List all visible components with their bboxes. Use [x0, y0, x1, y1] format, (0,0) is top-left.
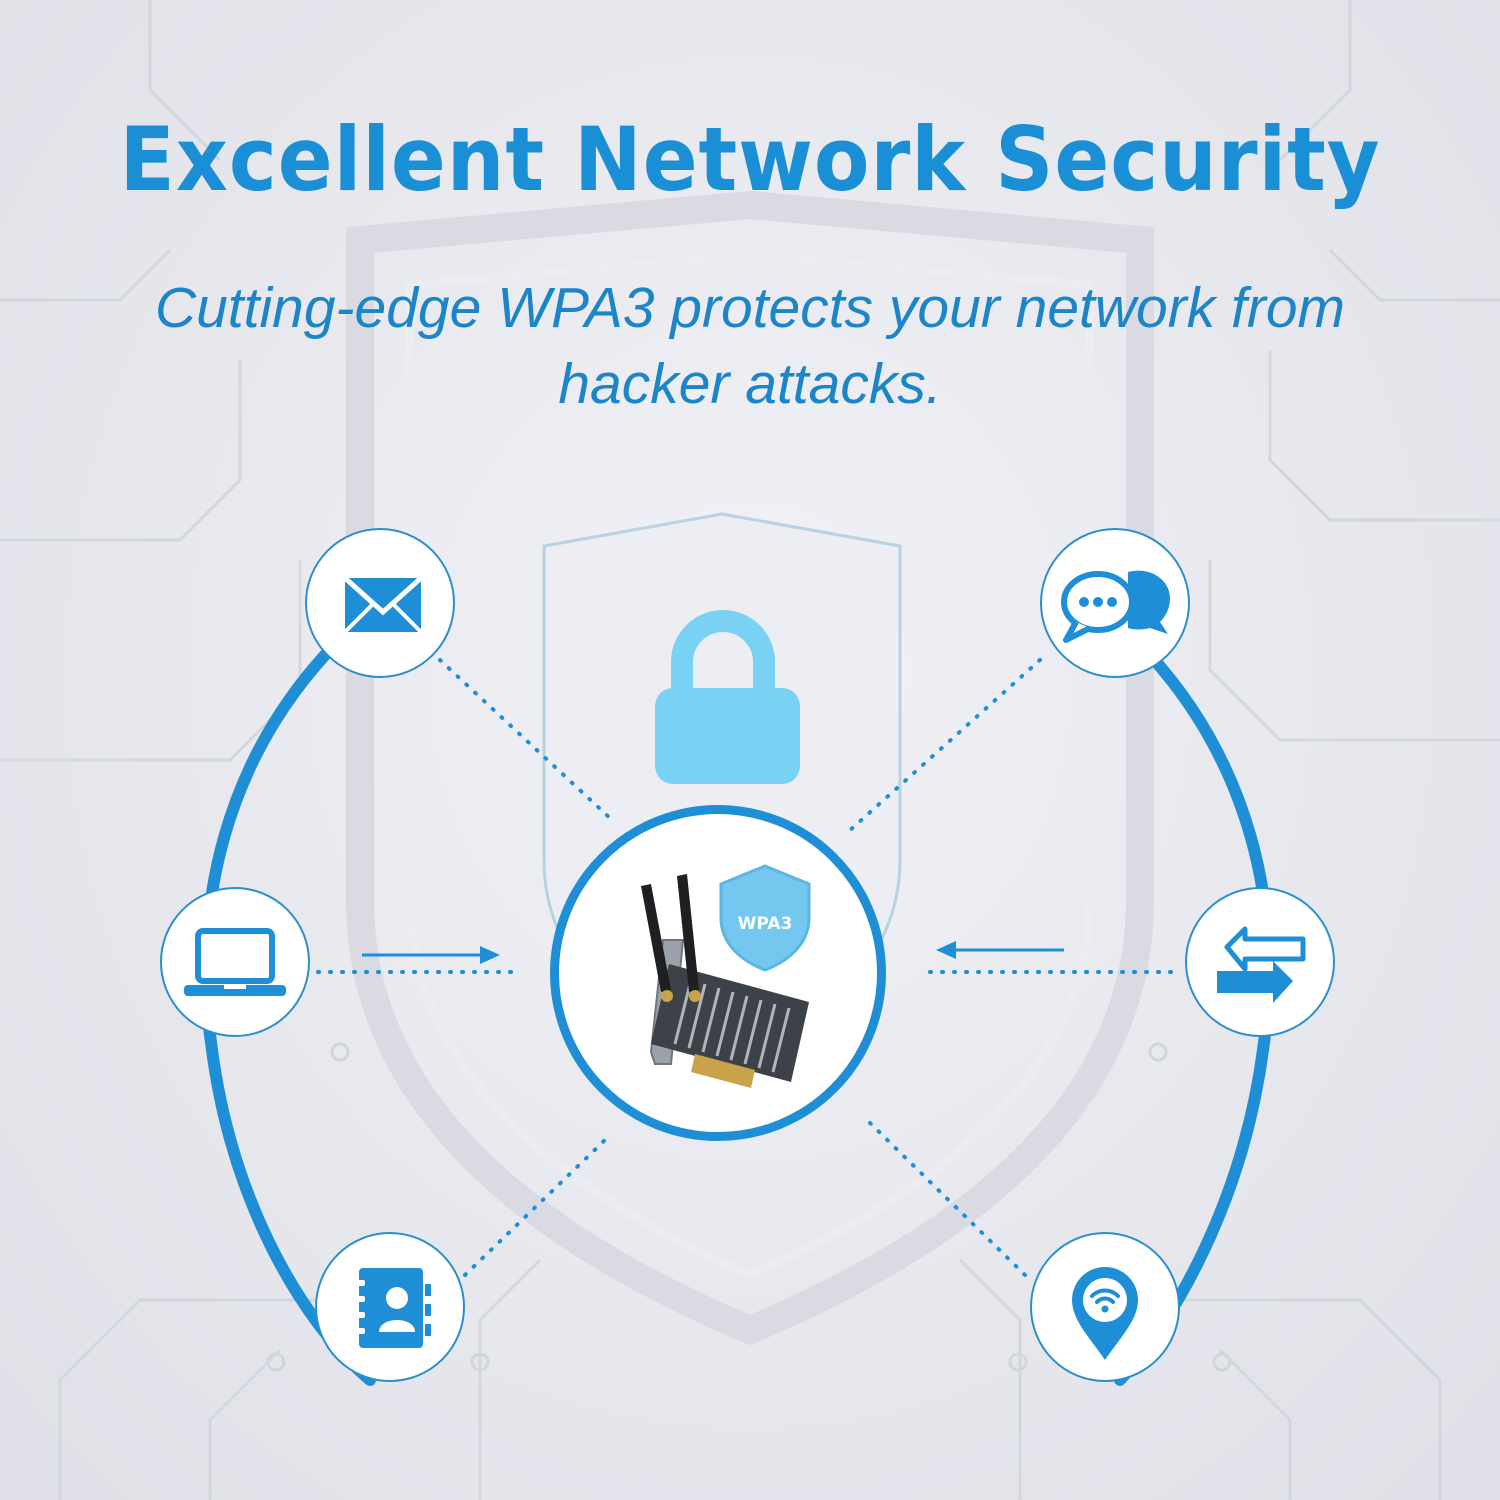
circuit-dots — [266, 1042, 1232, 1372]
background-shield — [346, 190, 1154, 1346]
contacts-node — [315, 1232, 465, 1382]
right-arrow — [936, 941, 1064, 959]
wpa3-badge-label: WPA3 — [737, 914, 793, 934]
headline: Excellent Network Security — [119, 108, 1381, 211]
subtitle-line-2: hacker attacks. — [558, 352, 942, 416]
hub-circle: WPA3 — [550, 805, 886, 1141]
wifi-location-icon — [1072, 1267, 1138, 1360]
dotted-connectors — [316, 658, 1174, 1277]
laptop-icon — [184, 928, 286, 996]
mail-node — [305, 528, 455, 678]
left-arc — [200, 649, 376, 1386]
lock-icon — [655, 610, 800, 784]
mail-icon — [343, 576, 423, 634]
wifi-card-image — [641, 874, 809, 1088]
subtitle-line-1: Cutting-edge WPA3 protects your network … — [154, 276, 1346, 340]
left-arrow — [362, 946, 500, 964]
wpa3-shield-icon — [719, 864, 811, 972]
contacts-icon — [351, 1268, 431, 1348]
transfer-node — [1185, 887, 1335, 1037]
chat-node — [1040, 528, 1190, 678]
chat-icon — [1061, 570, 1170, 643]
laptop-node — [160, 887, 310, 1037]
wifi-location-node — [1030, 1232, 1180, 1382]
transfer-icon — [1217, 926, 1306, 1003]
subtitle: Cutting-edge WPA3 protects your network … — [0, 270, 1500, 422]
